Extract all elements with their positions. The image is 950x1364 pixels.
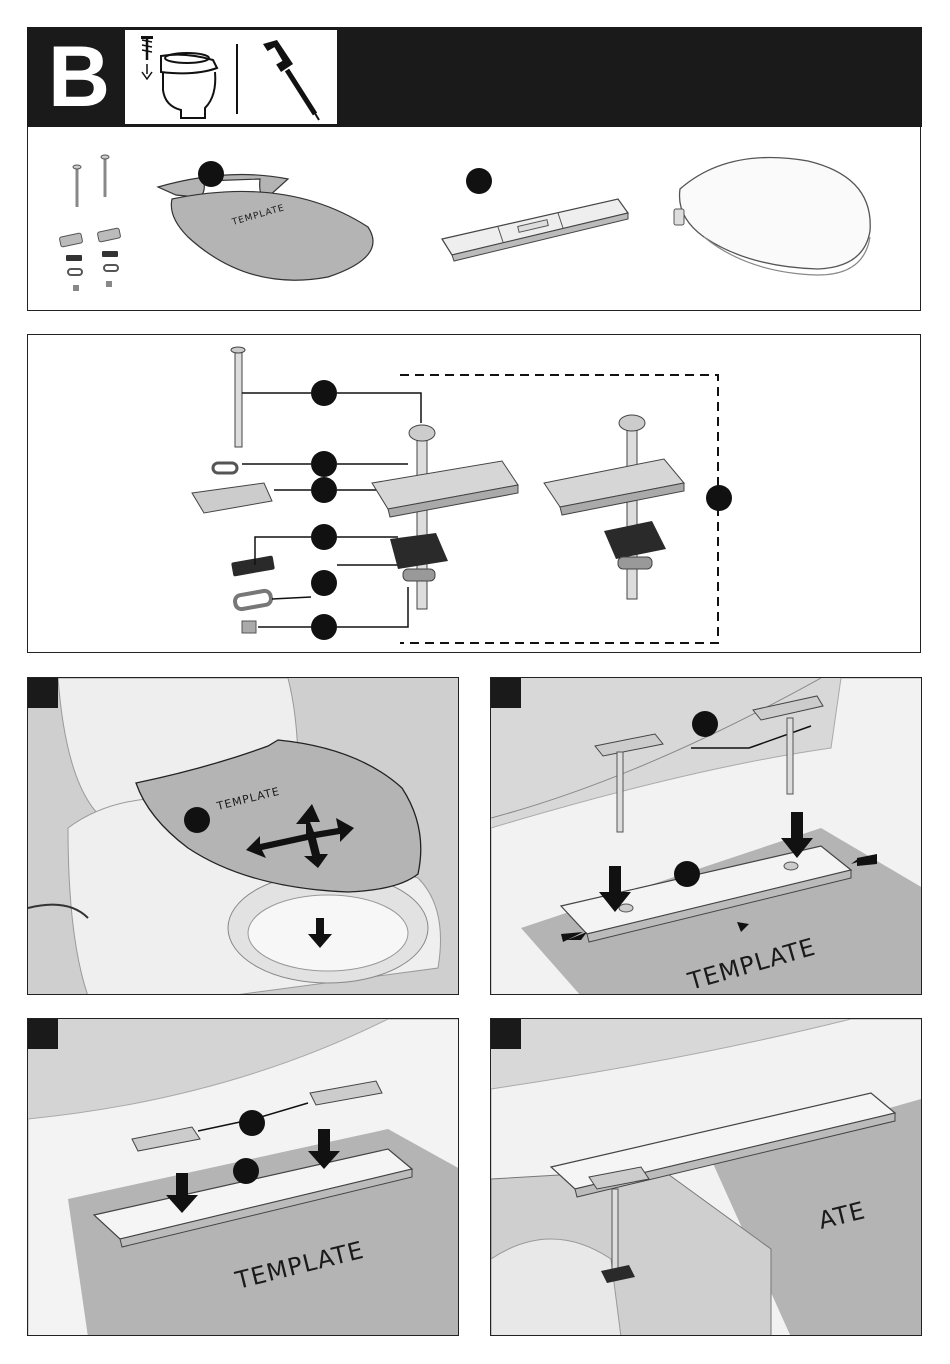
step-3-panel: TEMPLATE — [27, 1018, 459, 1336]
assembly-markers — [311, 380, 732, 640]
step-4-panel: ATE — [490, 1018, 922, 1336]
step-1-marker — [184, 807, 210, 833]
toilet-seat — [674, 158, 870, 276]
screwdriver-icon — [263, 40, 319, 120]
step-2-marker — [692, 711, 718, 737]
part-marker — [466, 168, 492, 194]
assembled-bolt-final — [544, 415, 684, 599]
assembled-bolt-exploded — [372, 425, 518, 609]
section-letter: B — [39, 31, 119, 123]
screw-down-icon — [141, 36, 153, 79]
template-sheet: TEMPLATE — [158, 161, 373, 280]
assembly-panel — [27, 334, 921, 653]
toilet-icon — [161, 53, 217, 118]
nut — [242, 621, 256, 633]
mounting-plate — [442, 168, 628, 261]
step-1-panel: TEMPLATE — [27, 677, 459, 995]
rubber-pad — [231, 555, 275, 576]
anchor-ring — [234, 590, 272, 610]
step-2-marker — [674, 861, 700, 887]
step-3-number-box — [28, 1019, 58, 1049]
step-2-number-box — [491, 678, 521, 708]
washer — [213, 463, 237, 473]
step-3-marker — [239, 1110, 265, 1136]
tools-icon-box — [125, 30, 337, 124]
step-1-number-box — [28, 678, 58, 708]
long-bolt — [231, 347, 245, 447]
step-3-marker — [233, 1158, 259, 1184]
part-marker — [198, 161, 224, 187]
step-4-number-box — [491, 1019, 521, 1049]
section-header: B — [27, 27, 922, 127]
parts-panel: TEMPLATE — [27, 127, 921, 311]
top-plate — [192, 483, 272, 513]
step-2-panel: TEMPLATE — [490, 677, 922, 995]
bolts-and-fittings — [59, 155, 121, 291]
